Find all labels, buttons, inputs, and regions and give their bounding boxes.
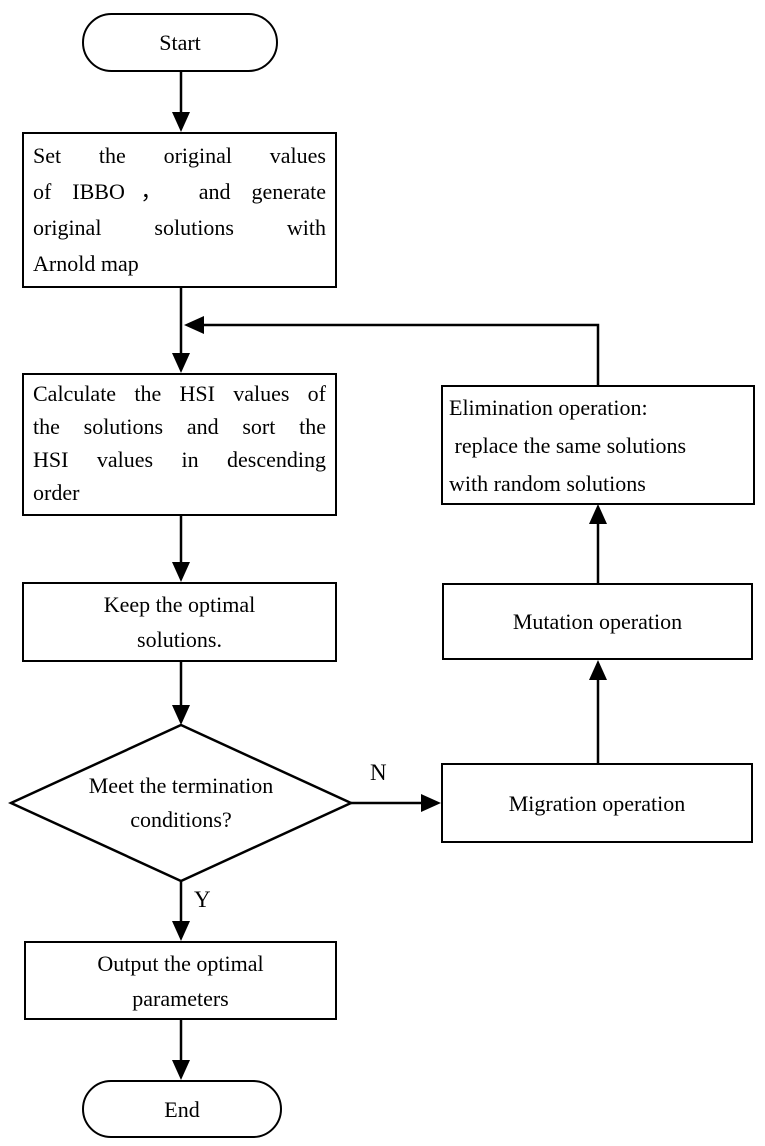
node-init: Set the original values of IBBO， and gen… — [22, 132, 337, 288]
node-keep-line2: solutions. — [137, 627, 222, 652]
edge-label-no: N — [370, 760, 387, 785]
node-elimination: Elimination operation: replace the same … — [441, 385, 755, 505]
arrowhead-mutation-elimination — [589, 504, 607, 524]
arrowhead-output-end — [172, 1060, 190, 1080]
node-mutation: Mutation operation — [442, 583, 753, 660]
node-keep: Keep the optimal solutions. — [22, 582, 337, 662]
node-output-line1: Output the optimal — [97, 950, 264, 976]
arrowhead-init-calc — [172, 353, 190, 373]
arrowhead-start-init — [172, 112, 190, 132]
edge-label-yes: Y — [194, 887, 211, 912]
node-keep-line1: Keep the optimal — [103, 592, 256, 617]
arrowhead-decision-migration — [421, 794, 441, 812]
node-output: Output the optimal parameters — [24, 941, 337, 1020]
node-output-line2: parameters — [132, 985, 229, 1011]
node-init-line3: original solutions with — [33, 215, 326, 240]
node-init-line1: Set the original values — [33, 143, 326, 168]
node-calc-line3: HSI values in descending — [33, 447, 326, 472]
node-calc-line1: Calculate the HSI values of — [33, 381, 326, 406]
arrowhead-migration-mutation — [589, 660, 607, 680]
node-elimination-line2: replace the same solutions — [449, 433, 687, 458]
node-elimination-line1: Elimination operation: — [449, 395, 648, 420]
node-migration: Migration operation — [441, 763, 753, 843]
node-calc-line4: order — [33, 480, 80, 505]
arrowhead-elimination-junction — [184, 316, 204, 334]
node-decision-label: Meet the termination conditions? — [60, 769, 302, 837]
node-calc: Calculate the HSI values of the solution… — [22, 373, 337, 516]
node-decision-line2: conditions? — [130, 807, 232, 832]
node-calc-line2: the solutions and sort the — [33, 414, 326, 439]
node-init-line2: of IBBO， and generate — [33, 179, 326, 204]
arrowhead-decision-output — [172, 921, 190, 941]
node-decision-line1: Meet the termination — [88, 773, 274, 798]
node-elimination-line3: with random solutions — [449, 471, 646, 496]
arrowhead-calc-keep — [172, 562, 190, 582]
arrowhead-keep-decision — [172, 705, 190, 725]
edge-elimination-junction — [203, 323, 600, 385]
node-start: Start — [82, 13, 278, 72]
node-end: End — [82, 1080, 282, 1138]
node-init-line4: Arnold map — [33, 251, 139, 276]
